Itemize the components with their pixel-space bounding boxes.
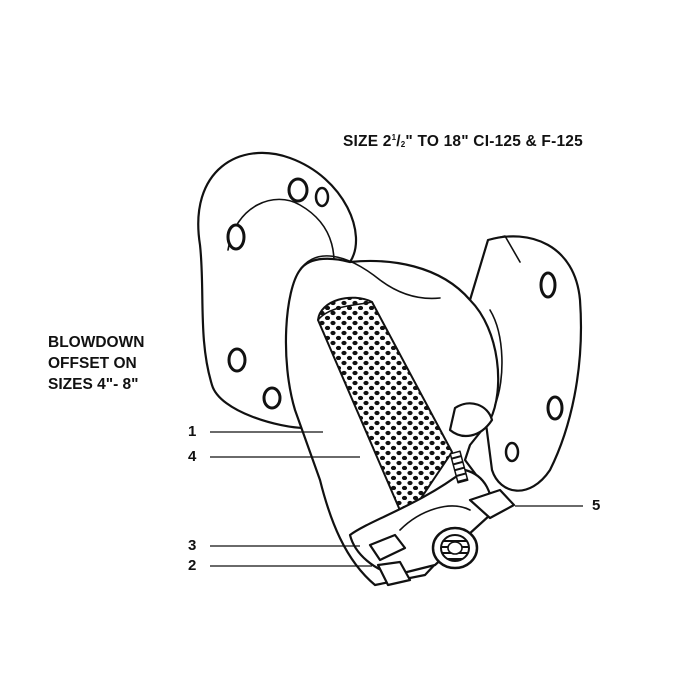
callout-4: 4 bbox=[188, 448, 197, 465]
callout-2: 2 bbox=[188, 557, 197, 574]
perforated-screen bbox=[317, 296, 453, 523]
note-line-3: SIZES 4"- 8" bbox=[48, 376, 139, 393]
note-line-1: BLOWDOWN bbox=[48, 334, 145, 351]
blowdown-note: BLOWDOWN OFFSET ON SIZES 4"- 8" bbox=[48, 332, 144, 395]
callout-5: 5 bbox=[592, 497, 601, 514]
note-line-2: OFFSET ON bbox=[48, 355, 137, 372]
callout-1: 1 bbox=[188, 423, 197, 440]
diagram-title: SIZE 21/2" TO 18" CI-125 & F-125 bbox=[343, 133, 583, 150]
right-flange bbox=[468, 235, 583, 492]
blowdown-cap bbox=[348, 450, 516, 587]
callout-3: 3 bbox=[188, 537, 197, 554]
